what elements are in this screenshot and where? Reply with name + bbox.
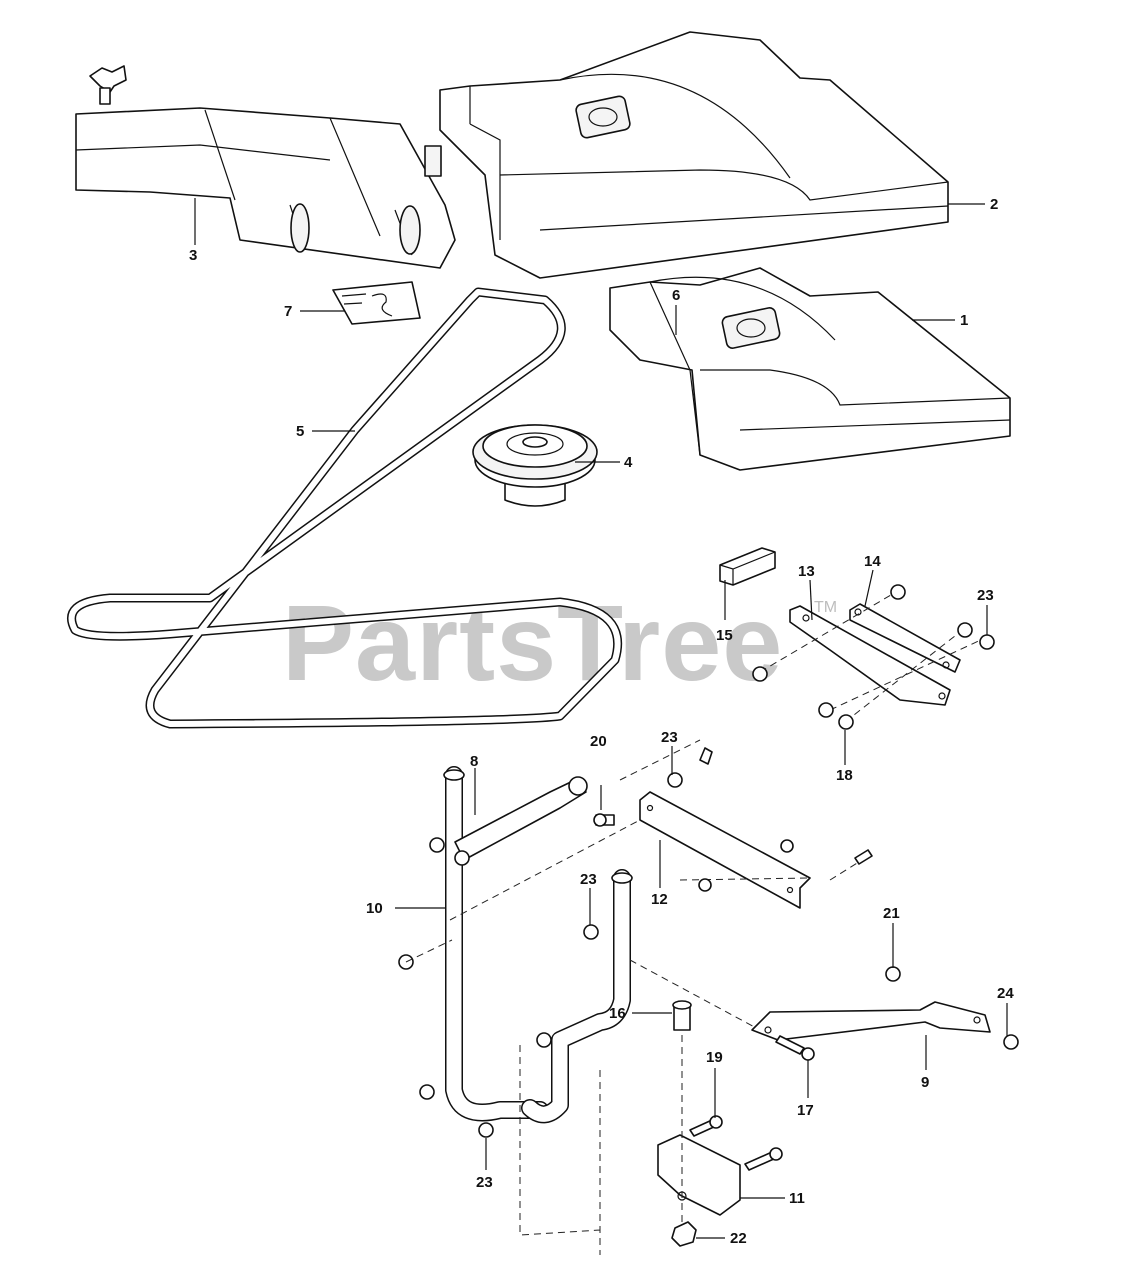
rail-hardware[interactable] [593,747,873,892]
trademark-mark: TM [814,599,837,616]
callout-15: 15 [716,627,733,644]
decal-sticker[interactable] [332,281,421,325]
drive-belt[interactable] [67,287,623,729]
small-belt-cover[interactable] [609,267,1011,471]
handle-tube-right[interactable] [521,869,633,1124]
callout-20: 20 [590,733,607,750]
pulley[interactable] [472,424,598,507]
large-belt-cover[interactable] [439,31,949,279]
callout-17: 17 [797,1102,814,1119]
callout-12: 12 [651,891,668,908]
callout-23-tube: 23 [580,871,597,888]
callout-14: 14 [864,553,881,570]
bracket-plates[interactable] [759,591,986,723]
mounting-rail[interactable] [449,739,871,921]
left-belt-cover[interactable] [75,107,456,269]
callout-5: 5 [296,423,304,440]
pivot-plate[interactable] [483,1000,783,1247]
callout-6: 6 [672,287,680,304]
link-arm[interactable] [751,966,1019,1061]
tube-nuts[interactable] [398,924,761,1255]
callout-8: 8 [470,753,478,770]
callout-21: 21 [883,905,900,922]
spacer-block[interactable] [719,547,776,586]
callout-4: 4 [624,454,633,471]
callout-22: 22 [730,1230,747,1247]
callout-11: 11 [789,1190,805,1207]
callout-2: 2 [990,196,998,213]
callout-24: 24 [997,985,1014,1002]
callout-23-mid: 23 [661,729,678,746]
callout-7: 7 [284,303,292,320]
callout-1: 1 [960,312,968,329]
callout-10: 10 [366,900,383,917]
lift-arm[interactable] [429,776,588,866]
callout-13: 13 [798,563,815,580]
callout-23-top: 23 [977,587,994,604]
callout-9: 9 [921,1074,929,1091]
callout-23-bottom: 23 [476,1174,493,1191]
leader-lines [194,198,1008,1239]
callout-18: 18 [836,767,853,784]
callout-16: 16 [609,1005,626,1022]
handle-tube-left[interactable] [443,766,549,1122]
callout-19: 19 [706,1049,723,1066]
knob-icon[interactable] [89,65,127,105]
callout-3: 3 [189,247,197,264]
